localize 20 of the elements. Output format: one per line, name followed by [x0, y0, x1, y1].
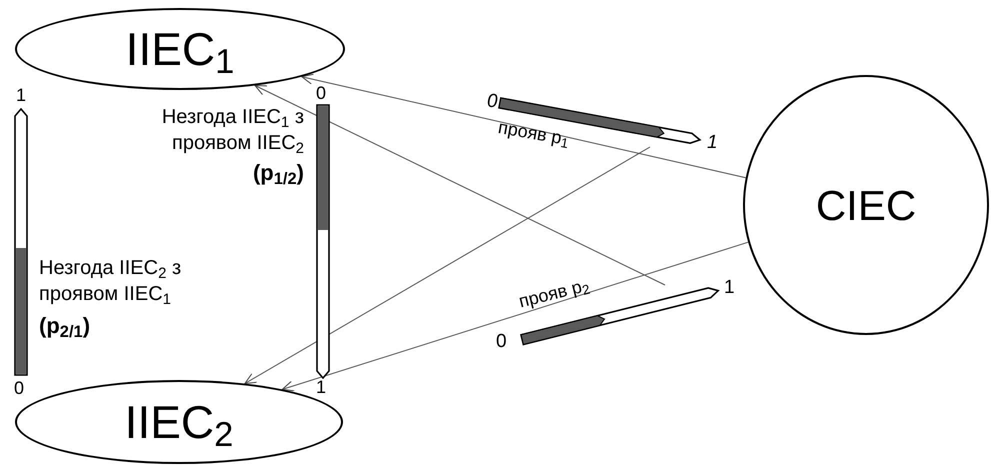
- gauge-label: 0: [496, 332, 507, 351]
- gauge-label: прояв p$_{1}$: [496, 118, 570, 148]
- arrow: [282, 242, 749, 392]
- text-label: Незгода IIEC$_{1}$ з проявом IIEC$_{2}$: [160, 105, 304, 156]
- arrow: [301, 74, 746, 178]
- gauge-label: 1: [707, 133, 718, 152]
- text-label: 0: [316, 82, 326, 105]
- text-label: (p$_{2/1}$): [39, 312, 90, 342]
- text-label: (p$_{1/2}$): [252, 159, 304, 189]
- text-label: 0: [14, 377, 24, 400]
- text-label: 1: [16, 84, 26, 107]
- node-label: CIEC: [816, 180, 916, 230]
- text-label: 1: [316, 376, 326, 399]
- gauge-label: 0: [487, 92, 498, 111]
- gauge-label: 1: [724, 278, 735, 297]
- text-label: Незгода IIEC$_{2}$ з проявом IIEC$_{1}$: [39, 256, 182, 307]
- arrow: [244, 146, 650, 384]
- arrow: [254, 85, 666, 286]
- node-label: IIEC$_{1}$: [126, 22, 234, 84]
- node-label: IIEC$_{2}$: [124, 394, 234, 456]
